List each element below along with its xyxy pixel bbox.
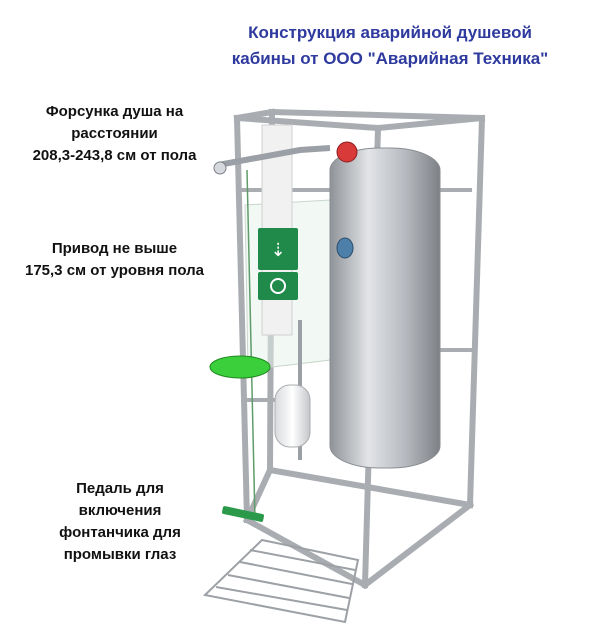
frame-base-right xyxy=(360,500,475,590)
title-line-1: Конструкция аварийной душевой xyxy=(248,23,532,42)
floor-grate-slat-3 xyxy=(227,574,350,599)
water-heater xyxy=(274,384,311,448)
title-line-2: кабины от ООО "Аварийная Техника" xyxy=(231,49,549,68)
floor-grate-slat-2 xyxy=(239,561,353,585)
pull-rod xyxy=(246,169,256,521)
label-actuator-line-1: Привод не выше xyxy=(51,240,178,257)
eyewash-pedal xyxy=(221,506,265,522)
label-nozzle-line-2: расстоянии xyxy=(71,125,158,142)
water-tank xyxy=(329,147,441,469)
diagram-title: Конструкция аварийной душевой кабины от … xyxy=(190,20,590,72)
shower-sign-icon: ⇣ xyxy=(270,240,285,260)
label-actuator: Привод не выше 175,3 см от уровня пола xyxy=(12,238,217,282)
label-nozzle-line-1: Форсунка душа на xyxy=(45,103,184,120)
frame-base-back xyxy=(266,466,474,509)
frame-post-front-left xyxy=(233,114,251,524)
shower-nozzle-icon xyxy=(213,161,227,175)
frame-top-right xyxy=(374,114,486,132)
frame-base-front xyxy=(242,515,370,590)
frame-top-front xyxy=(233,114,382,132)
label-shower-nozzle: Форсунка душа на расстоянии 208,3-243,8 … xyxy=(12,101,217,167)
emergency-button xyxy=(336,141,358,163)
floor-grate-outline xyxy=(202,538,360,624)
tank-gauge xyxy=(336,237,354,259)
frame-top-back xyxy=(268,108,486,122)
floor-grate-slat-4 xyxy=(215,586,348,611)
safety-sign-eyewash xyxy=(258,272,298,300)
shower-head-pipe xyxy=(217,145,331,168)
label-actuator-line-2: 175,3 см от уровня пола xyxy=(24,262,204,279)
safety-sign-shower xyxy=(258,228,298,270)
label-pedal-line-3: фонтанчика для xyxy=(59,524,181,541)
label-pedal-line-4: промывки глаз xyxy=(63,546,177,563)
floor-grate xyxy=(202,538,360,624)
label-pedal-line-1: Педаль для xyxy=(76,480,164,497)
shower-cabin-illustration: ⇣ xyxy=(202,108,486,624)
frame-post-back-right xyxy=(466,114,486,509)
label-eyewash-pedal: Педаль для включения фонтанчика для пром… xyxy=(50,478,190,566)
label-nozzle-line-3: 208,3-243,8 см от пола xyxy=(32,147,197,164)
label-pedal-line-2: включения xyxy=(78,502,162,519)
eyewash-bowl xyxy=(209,355,271,379)
floor-grate-slat-1 xyxy=(249,549,356,571)
eyewash-sign-icon xyxy=(270,278,286,294)
